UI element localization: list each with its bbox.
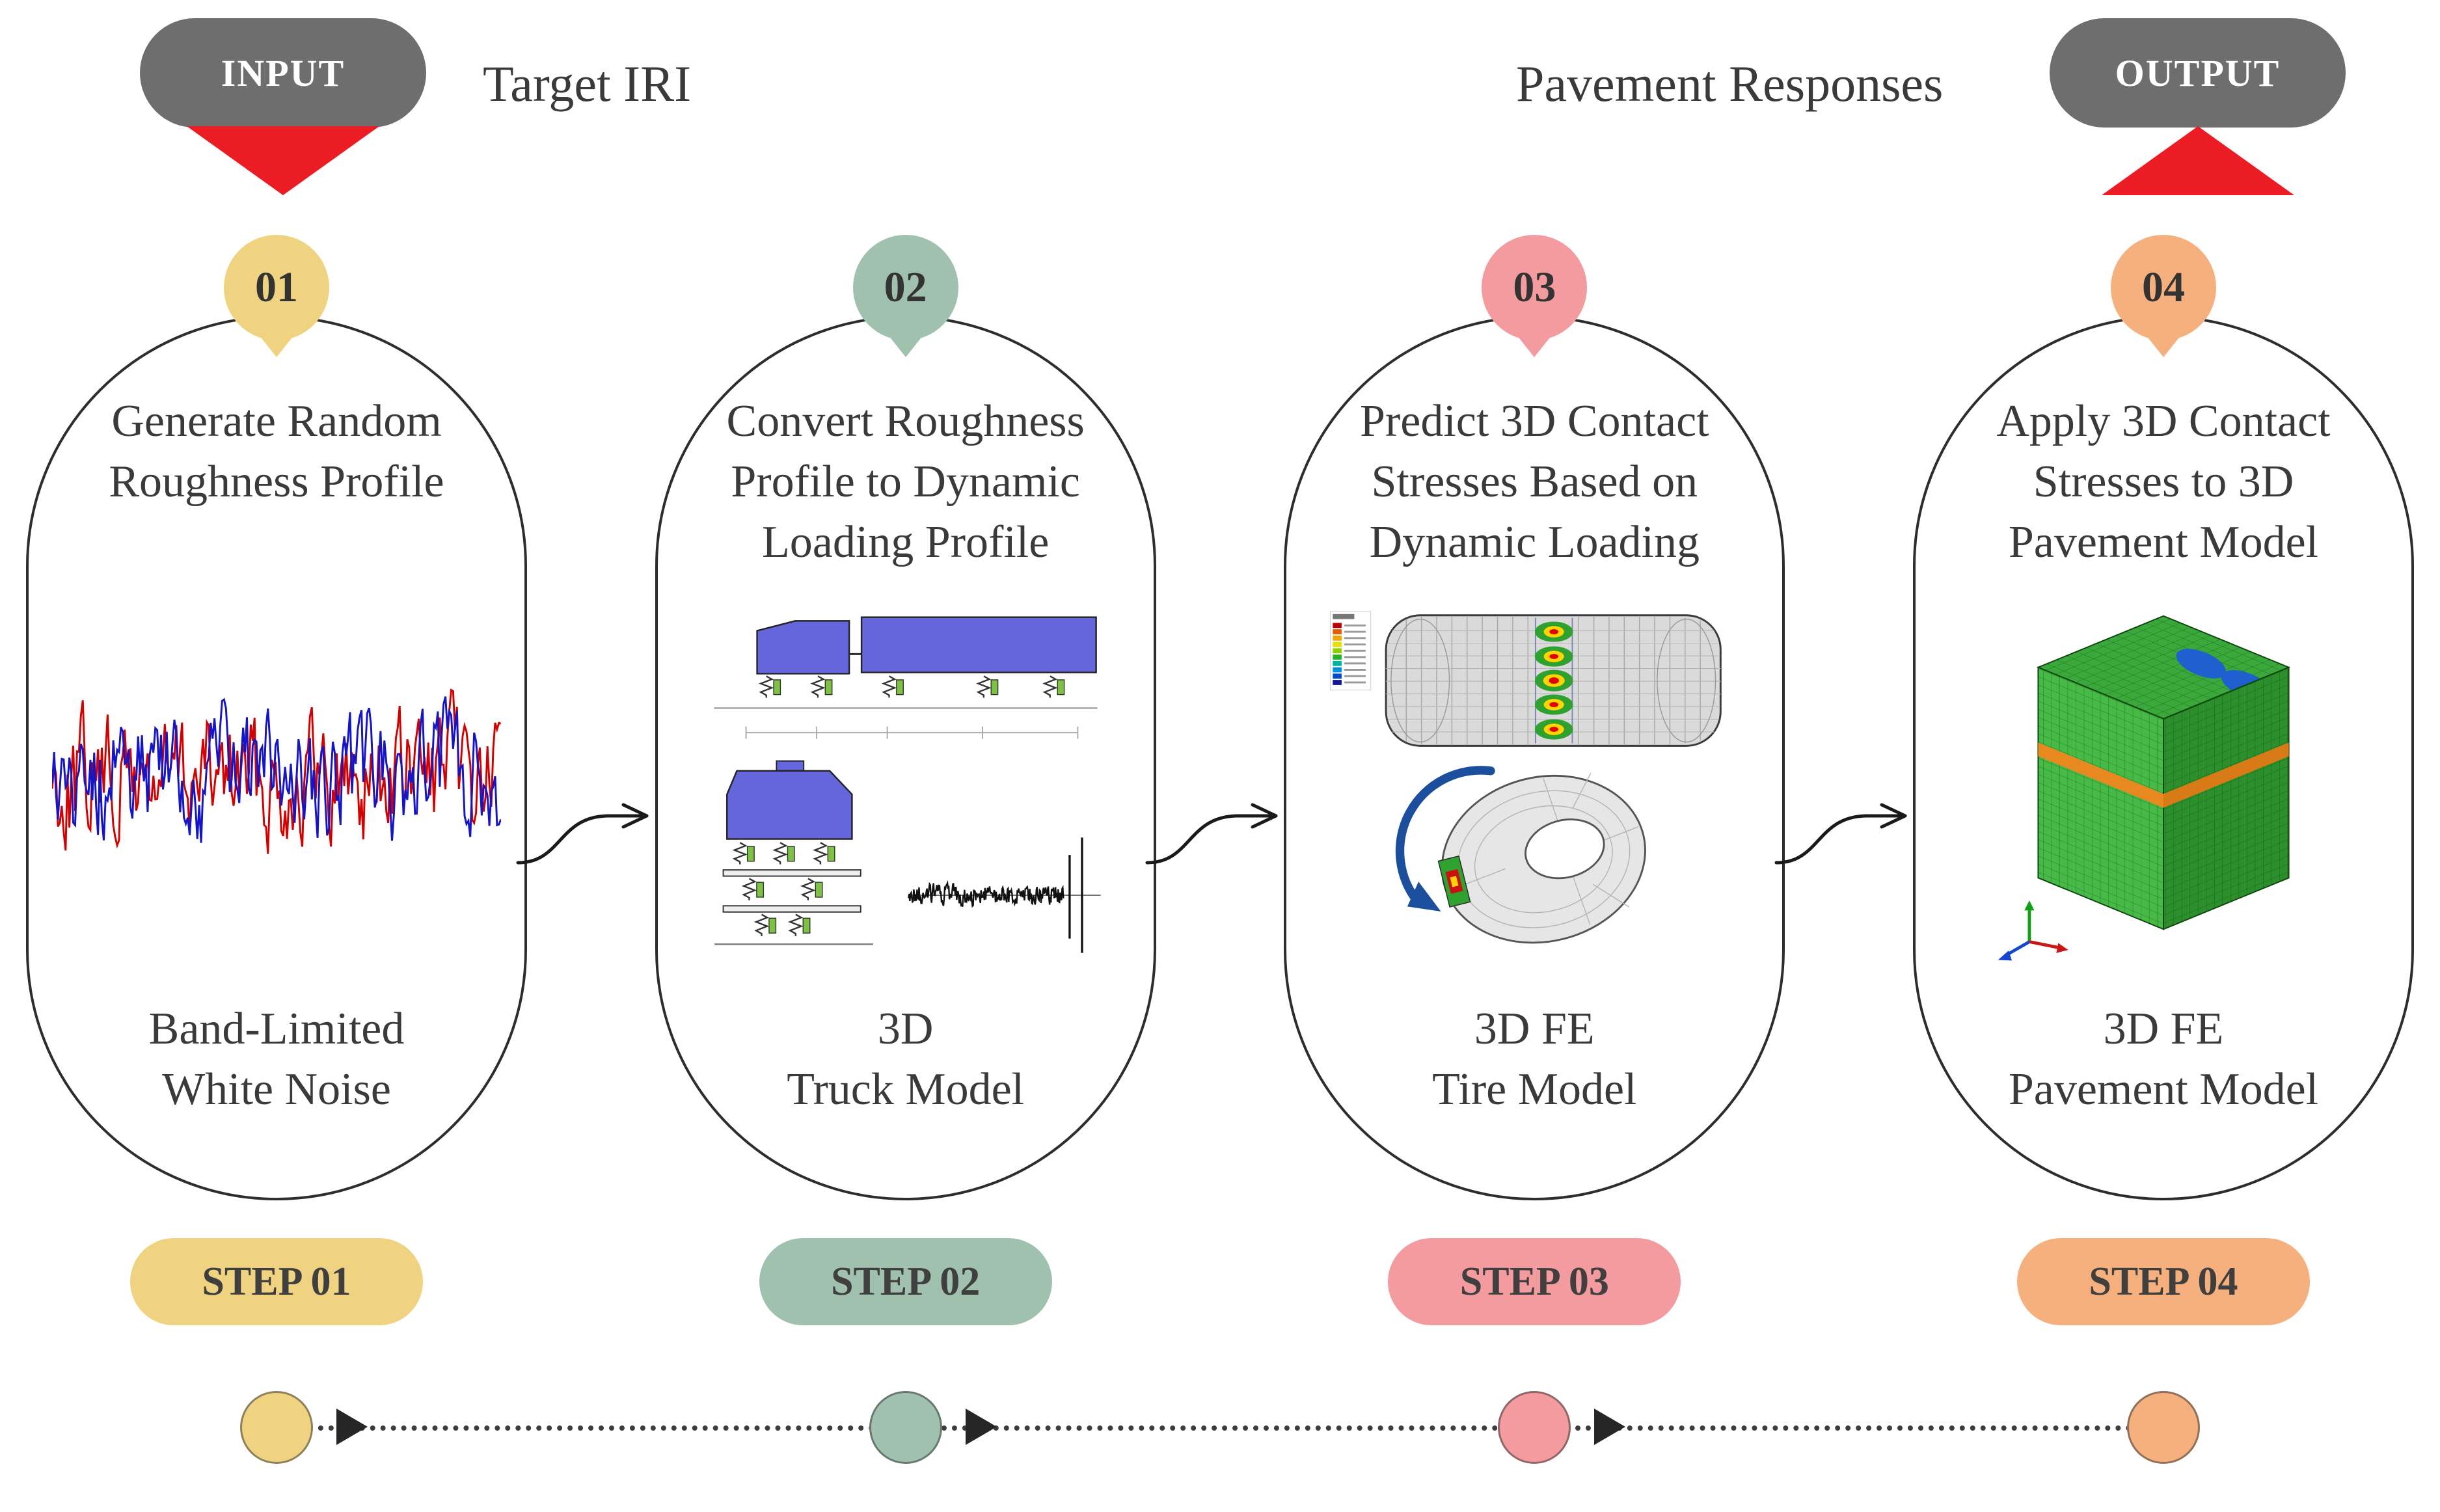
step-2-caption: 3D Truck Model <box>787 1004 1025 1115</box>
step-3-caption: 3D FE Tire Model <box>1432 1004 1637 1115</box>
step-4-figure <box>1916 586 2411 977</box>
input-arrow-down-icon <box>187 126 379 195</box>
timeline-arrow-1-icon <box>336 1409 368 1445</box>
step-4-pill: STEP 04 <box>2016 1238 2310 1325</box>
step-1-figure <box>29 586 524 977</box>
dynamic-load-signal-icon <box>907 837 1101 953</box>
step-4-title: Apply 3D Contact Stresses to 3D Pavement… <box>1996 396 2331 568</box>
step-4-column: 04 Apply 3D Contact Stresses to 3D Pavem… <box>1912 235 2414 1325</box>
flow-arrow-1-icon <box>516 803 649 865</box>
output-caption: Pavement Responses <box>1516 55 1944 112</box>
step-3-number-badge: 03 <box>1482 235 1588 340</box>
step-3-pill: STEP 03 <box>1388 1238 1681 1325</box>
timeline-dot-1 <box>240 1391 313 1464</box>
steps-row: 01 Generate Random Roughness Profile Ban… <box>26 235 2414 1325</box>
step-2-title: Convert Roughness Profile to Dynamic Loa… <box>726 396 1085 568</box>
step-4-capsule: 04 Apply 3D Contact Stresses to 3D Pavem… <box>1912 235 2414 1200</box>
input-pill: INPUT <box>140 18 426 128</box>
truck-side-schematic-icon <box>714 616 1098 739</box>
step-2-figure <box>658 586 1154 977</box>
white-noise-plot-icon <box>52 688 501 854</box>
step-3-number: 03 <box>1513 263 1556 311</box>
timeline-dotted-line <box>277 1425 2163 1431</box>
step-2-number: 02 <box>884 263 927 311</box>
step-2-column: 02 Convert Roughness Profile to Dynamic … <box>655 235 1156 1325</box>
tire-3d-model-icon <box>1396 766 1647 944</box>
step-2-capsule: 02 Convert Roughness Profile to Dynamic … <box>655 235 1156 1200</box>
step-4-number: 04 <box>2141 263 2185 311</box>
step-1-pill: STEP 01 <box>130 1238 423 1325</box>
step-3-column: 03 Predict 3D Contact Stresses Based on … <box>1284 235 1785 1325</box>
axes-triad-icon <box>1998 900 2068 961</box>
step-1-caption: Band-Limited White Noise <box>148 1004 405 1115</box>
output-pill: OUTPUT <box>2050 18 2346 128</box>
timeline-arrow-3-icon <box>1594 1409 1625 1445</box>
step-3-title: Predict 3D Contact Stresses Based on Dyn… <box>1360 396 1709 568</box>
step-4-number-badge: 04 <box>2110 235 2216 340</box>
flow-arrow-2-icon <box>1145 803 1278 865</box>
step-2-pill: STEP 02 <box>759 1238 1052 1325</box>
truck-front-schematic-icon <box>714 760 873 945</box>
step-2-number-badge: 02 <box>852 235 958 340</box>
step-2-figure-row <box>701 756 1111 960</box>
pavement-3d-model-icon <box>1998 615 2291 961</box>
rotation-arrow-icon <box>1396 766 1496 908</box>
timeline-arrow-2-icon <box>966 1409 997 1445</box>
input-caption: Target IRI <box>483 55 692 112</box>
timeline-dot-2 <box>869 1391 942 1464</box>
step-3-capsule: 03 Predict 3D Contact Stresses Based on … <box>1284 235 1785 1200</box>
step-1-capsule: 01 Generate Random Roughness Profile Ban… <box>26 235 527 1200</box>
step-1-number: 01 <box>255 263 298 311</box>
timeline-dot-4 <box>2127 1391 2200 1464</box>
step-1-title: Generate Random Roughness Profile <box>109 396 444 507</box>
step-1-number-badge: 01 <box>224 235 329 340</box>
step-3-figure <box>1286 586 1782 977</box>
step-4-caption: 3D FE Pavement Model <box>2008 1004 2319 1115</box>
step-1-column: 01 Generate Random Roughness Profile Ban… <box>26 235 527 1325</box>
timeline-dot-3 <box>1498 1391 1571 1464</box>
flow-arrow-3-icon <box>1774 803 1907 865</box>
tire-contact-stress-icon <box>1330 611 1722 747</box>
output-arrow-up-icon <box>2102 126 2294 195</box>
